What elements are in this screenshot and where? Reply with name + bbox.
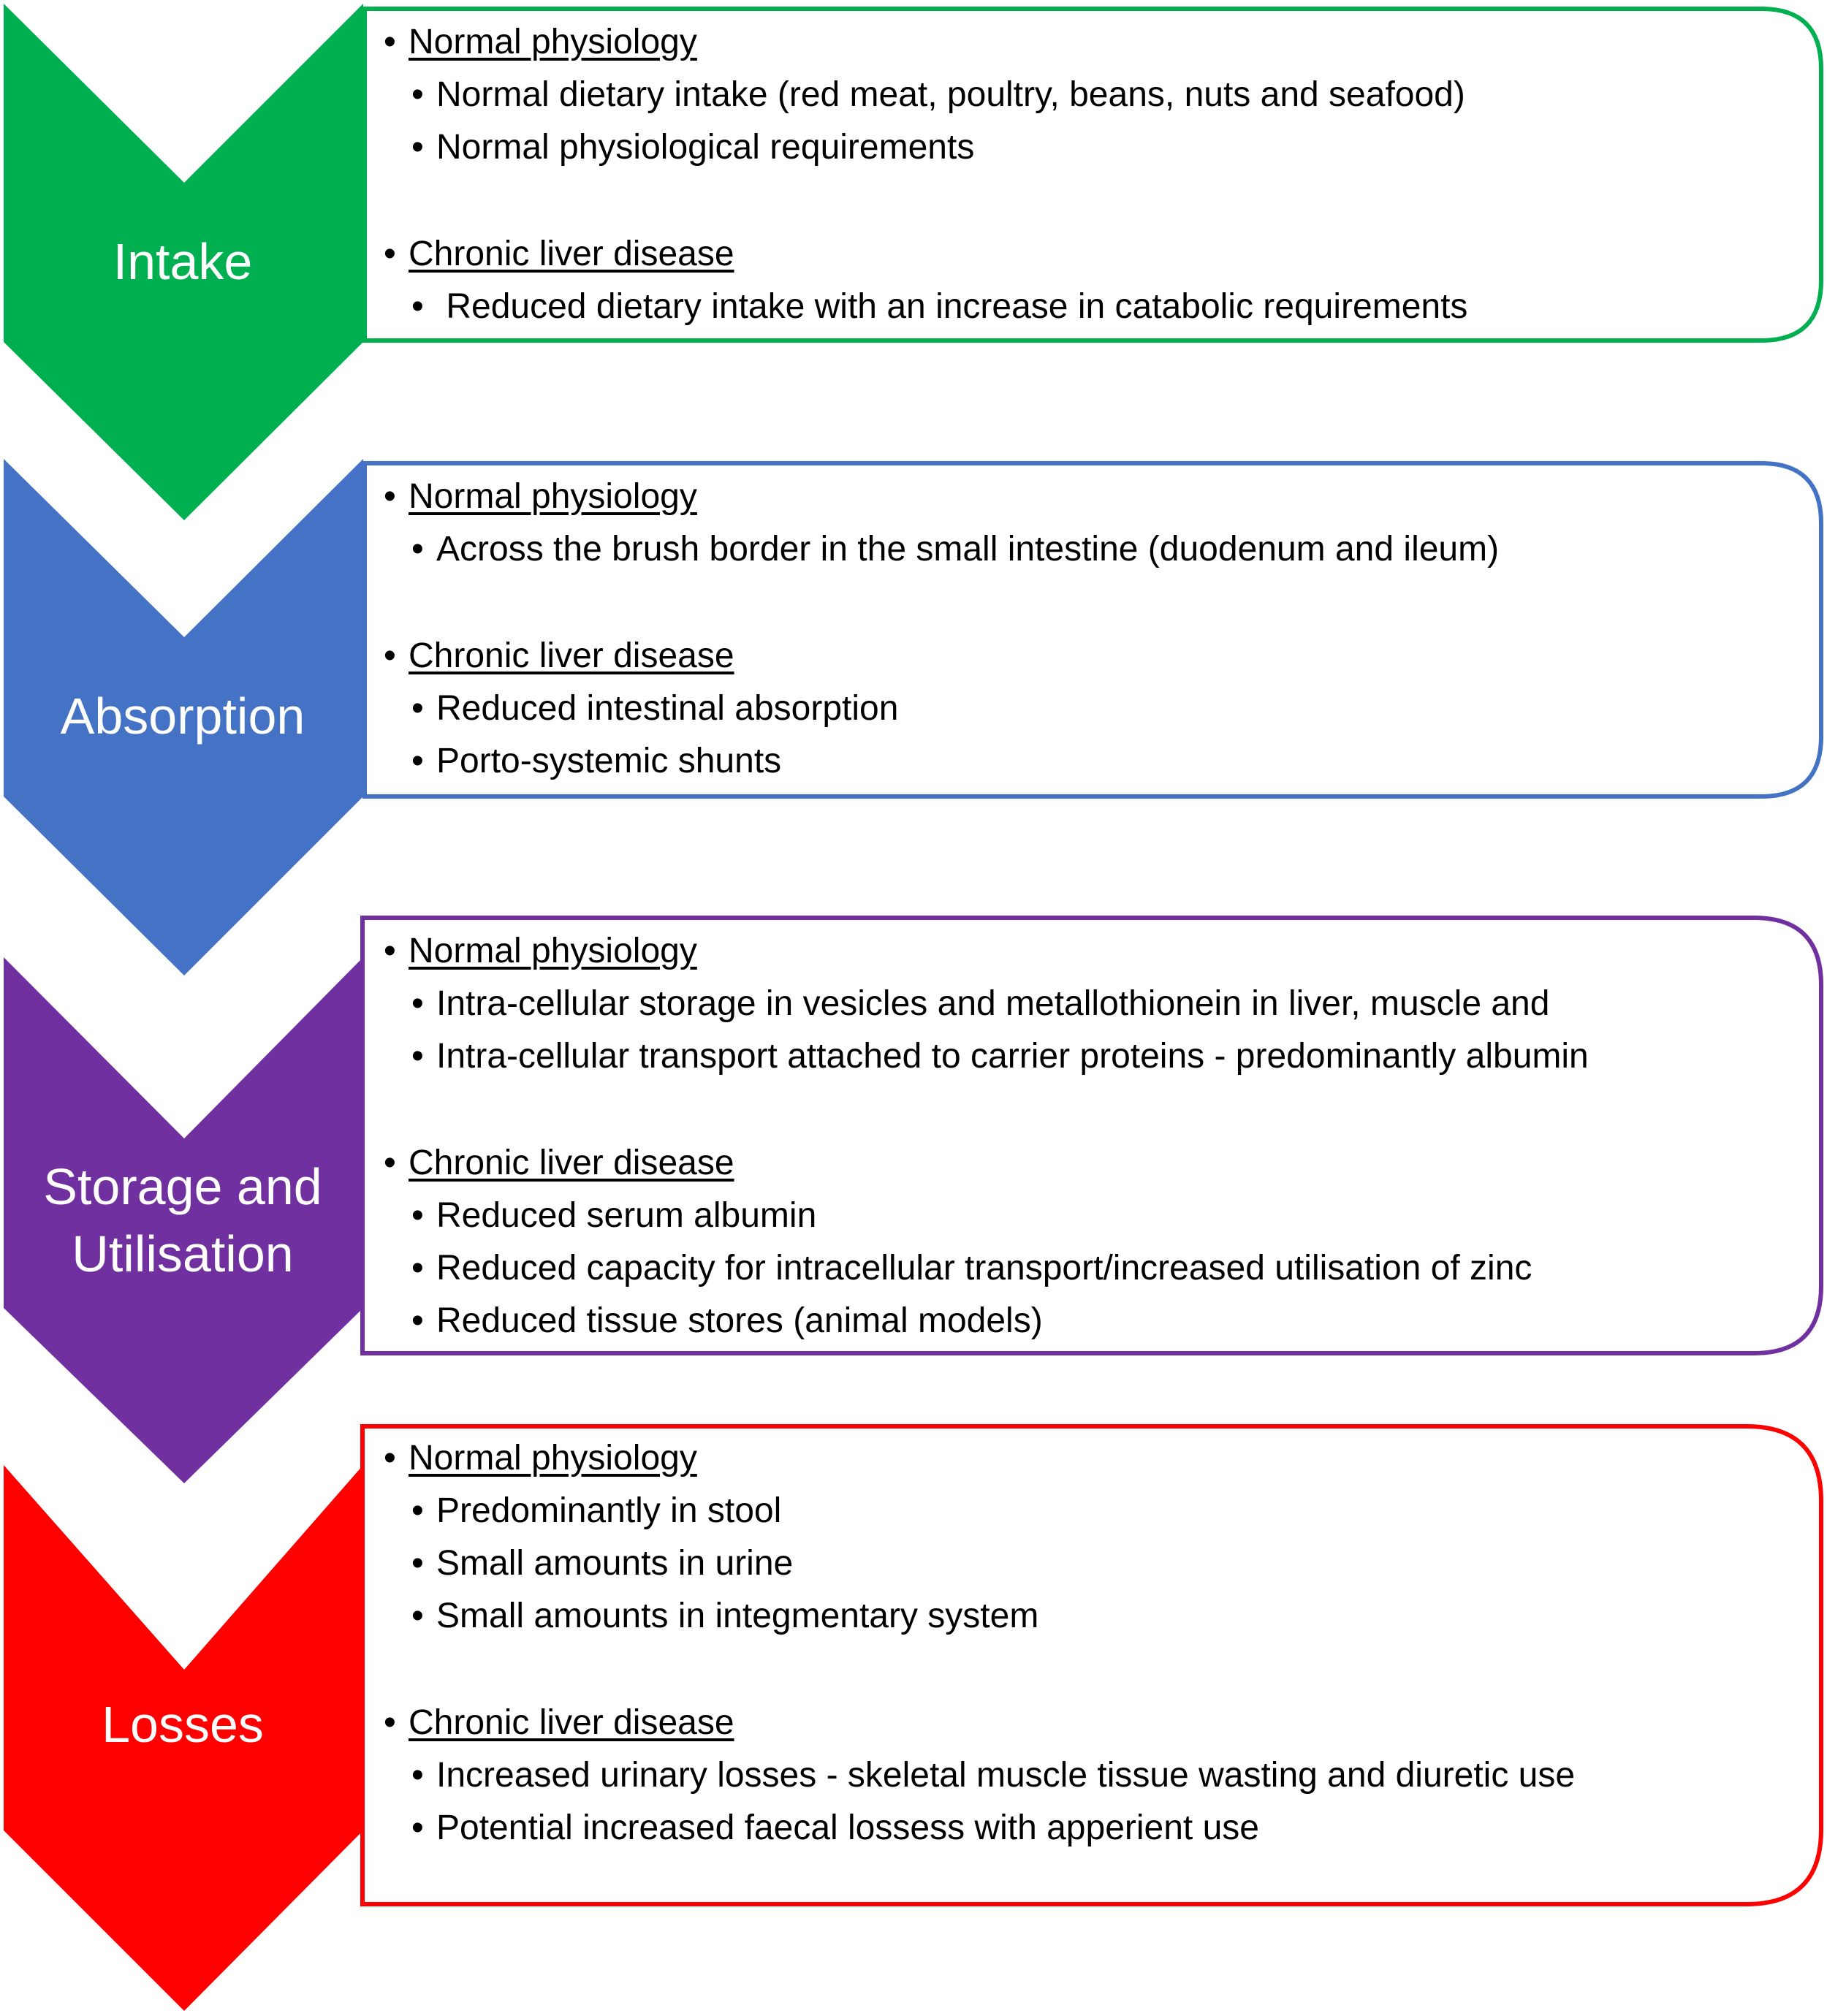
normal-physiology-heading: •Normal physiology: [384, 1437, 697, 1480]
list-item: •Normal physiological requirements: [411, 126, 974, 170]
bullet-icon: •: [411, 689, 424, 728]
list-item: •Intra-cellular storage in vesicles and …: [411, 982, 1549, 1026]
list-item: •Porto-systemic shunts: [411, 739, 781, 783]
losses-chevron: [4, 1465, 363, 2011]
bullet-icon: •: [384, 932, 396, 970]
bullet-icon: •: [411, 1249, 424, 1287]
list-item: • Reduced dietary intake with an increas…: [411, 285, 1467, 329]
bullet-icon: •: [411, 128, 424, 167]
list-item: •Intra-cellular transport attached to ca…: [411, 1035, 1589, 1079]
intake-label: Intake: [0, 228, 365, 295]
absorption-chevron: [4, 459, 363, 975]
bullet-icon: •: [411, 1597, 424, 1635]
list-item: •Reduced intestinal absorption: [411, 687, 898, 731]
storage-label-line: Utilisation: [72, 1225, 294, 1282]
intake-box: [362, 7, 1823, 343]
bullet-icon: •: [384, 1144, 396, 1182]
losses-label-line: Losses: [102, 1696, 264, 1753]
bullet-icon: •: [411, 742, 424, 780]
bullet-icon: •: [411, 1196, 424, 1235]
bullet-icon: •: [411, 287, 424, 326]
absorption-label-line: Absorption: [60, 688, 305, 745]
bullet-icon: •: [411, 1301, 424, 1340]
bullet-icon: •: [384, 1703, 396, 1742]
intake-label-line: Intake: [113, 233, 253, 290]
list-item: •Small amounts in integmentary system: [411, 1594, 1038, 1638]
storage-chevron: [4, 957, 363, 1483]
absorption-label: Absorption: [0, 682, 365, 750]
chronic-liver-disease-heading: •Chronic liver disease: [384, 1701, 734, 1745]
bullet-icon: •: [411, 1491, 424, 1530]
list-item: •Reduced serum albumin: [411, 1194, 816, 1238]
chronic-liver-disease-heading: •Chronic liver disease: [384, 1141, 734, 1185]
chronic-liver-disease-heading: •Chronic liver disease: [384, 634, 734, 678]
list-item: •Predominantly in stool: [411, 1489, 781, 1533]
list-item: •Reduced capacity for intracellular tran…: [411, 1247, 1532, 1290]
storage-label: Storage and Utilisation: [0, 1153, 365, 1287]
intake-chevron: [4, 4, 363, 520]
bullet-icon: •: [411, 1756, 424, 1795]
bullet-icon: •: [384, 477, 396, 516]
list-item: •Reduced tissue stores (animal models): [411, 1299, 1043, 1343]
bullet-icon: •: [411, 1544, 424, 1583]
list-item: •Across the brush border in the small in…: [411, 528, 1499, 571]
bullet-icon: •: [384, 23, 396, 61]
losses-box: [360, 1424, 1823, 1906]
absorption-box: [362, 461, 1823, 799]
chronic-liver-disease-heading: •Chronic liver disease: [384, 232, 734, 276]
list-item: •Increased urinary losses - skeletal mus…: [411, 1754, 1575, 1798]
normal-physiology-heading: •Normal physiology: [384, 475, 697, 519]
bullet-icon: •: [384, 636, 396, 675]
bullet-icon: •: [411, 530, 424, 568]
storage-label-line: Storage and: [43, 1158, 322, 1215]
storage-box: [360, 916, 1823, 1355]
bullet-icon: •: [384, 235, 396, 273]
bullet-icon: •: [411, 1037, 424, 1076]
losses-label: Losses: [0, 1691, 365, 1758]
list-item: •Small amounts in urine: [411, 1542, 793, 1586]
list-item: •Normal dietary intake (red meat, poultr…: [411, 73, 1465, 117]
list-item: •Potential increased faecal lossess with…: [411, 1806, 1259, 1850]
bullet-icon: •: [411, 1808, 424, 1847]
normal-physiology-heading: •Normal physiology: [384, 929, 697, 973]
bullet-icon: •: [411, 984, 424, 1023]
bullet-icon: •: [384, 1439, 396, 1477]
normal-physiology-heading: •Normal physiology: [384, 20, 697, 64]
bullet-icon: •: [411, 75, 424, 114]
